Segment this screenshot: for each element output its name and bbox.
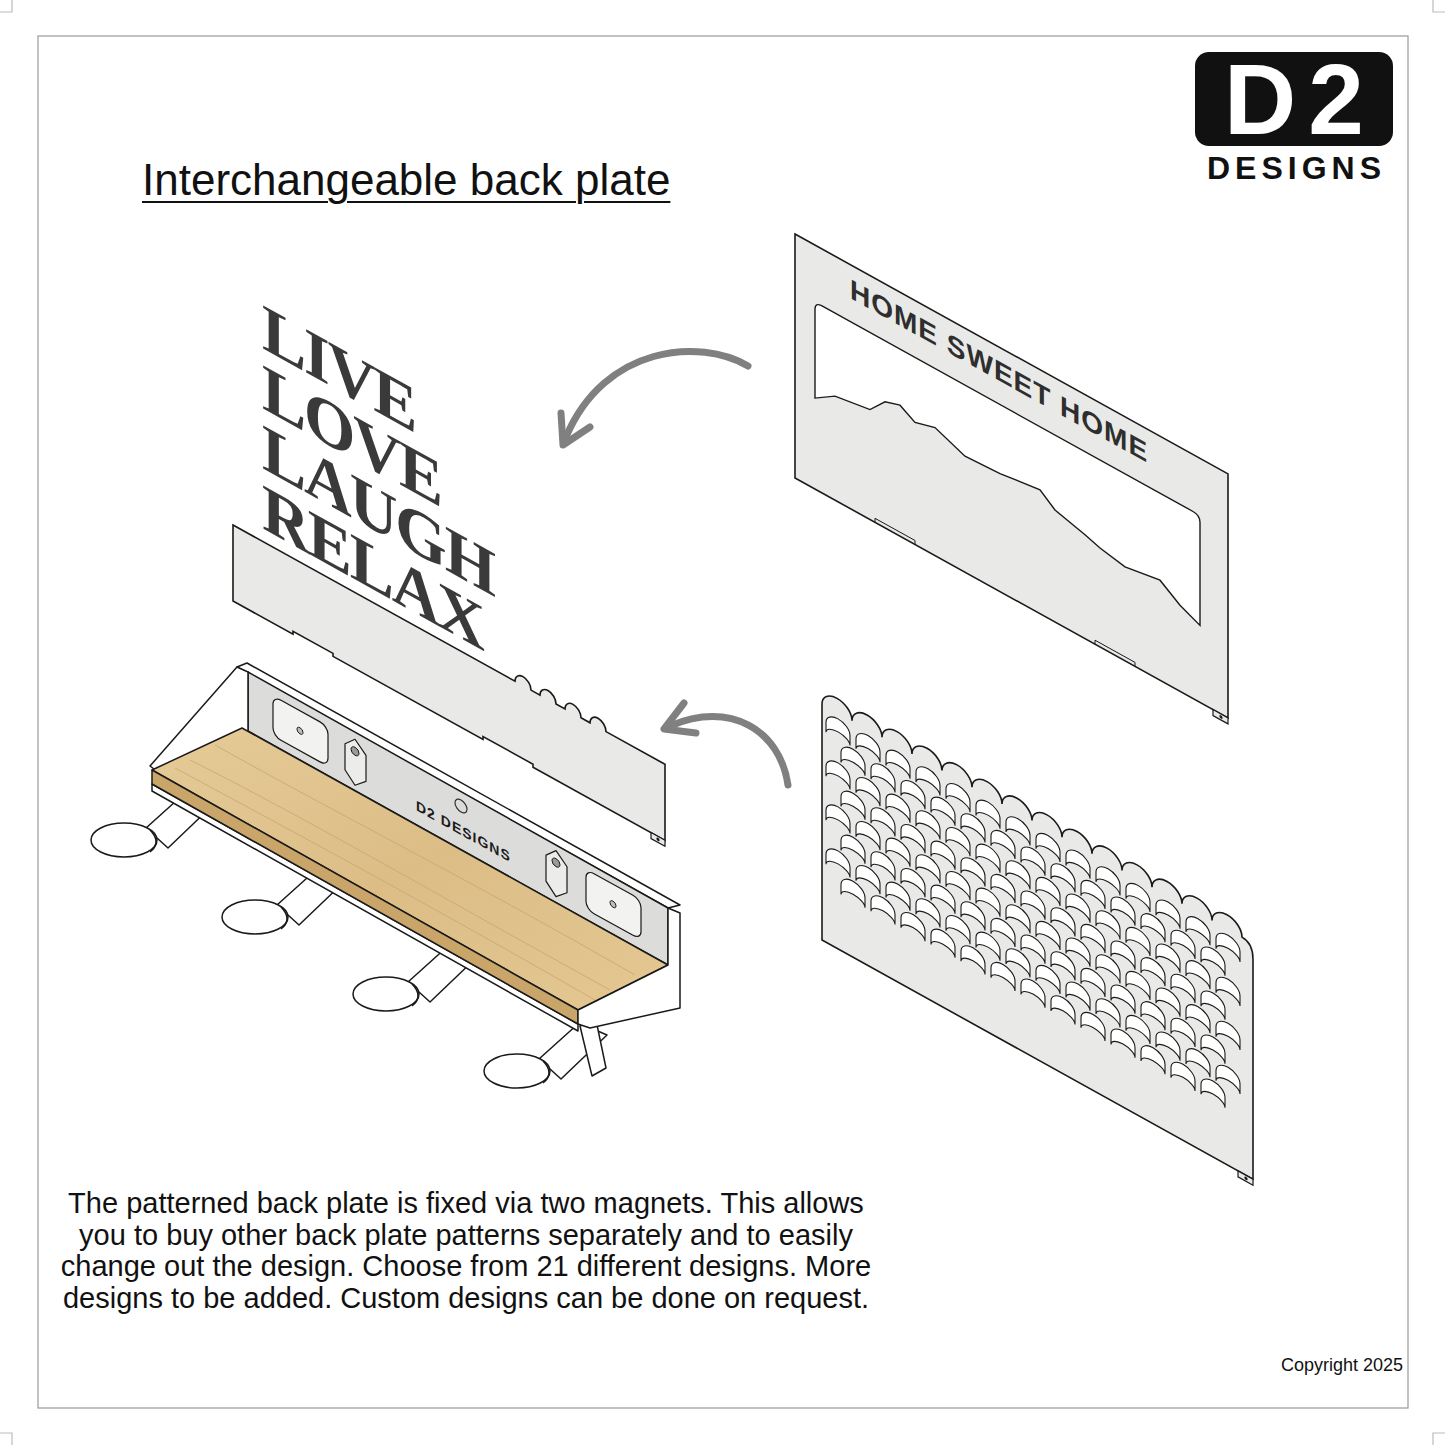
scale-plate [822,690,1253,1185]
screw [552,856,560,868]
copyright-note: Copyright 2025 [1190,1354,1403,1376]
scale-cutout [826,844,850,877]
scale-cutout [931,924,955,957]
arrow-head [561,413,590,445]
wood-grain [175,745,635,1000]
scale-cutout [901,908,925,941]
end-bracket [580,1020,606,1076]
arrow-head [664,703,696,733]
scale-cutout [1201,1074,1225,1107]
shelf [91,663,680,1088]
home-plate [795,234,1228,724]
plate-tab [1213,710,1228,724]
plate-tab [651,833,665,847]
swap-arrow [670,717,788,785]
right-end [578,908,680,1028]
scale-cutout [1141,1041,1165,1074]
scale-cutout [841,875,865,908]
scale-cutout [871,891,895,924]
plate-tab [1238,1171,1253,1185]
hook-bend [543,1061,549,1083]
scale-cutout [826,756,850,789]
scale-cutout [1081,1008,1105,1041]
logo-mark: D2 [1195,52,1393,146]
hook-pad [222,900,288,934]
scale-cutout [826,800,850,833]
tab-hole [1219,715,1222,720]
page-title: Interchangeable back plate [142,152,670,208]
plate-outline [795,234,1228,718]
plate-notches [875,518,1135,666]
logo-block [1195,52,1393,146]
scale-cutout [961,941,985,974]
hook-pad [353,977,419,1011]
logo-word: DESIGNS [1190,150,1398,186]
hook-pad [91,823,157,857]
scale-cutout [1051,991,1075,1024]
swap-arrow [566,352,748,437]
brand-emblem [455,797,467,816]
board-front [152,770,578,1024]
page-frame [38,36,1408,1408]
hook-bend [281,907,287,929]
magnet [610,900,616,909]
description-note: The patterned back plate is fixed via tw… [46,1188,886,1314]
hook-pad [484,1054,550,1088]
scale-cutout [1021,974,1045,1007]
scale-cutout [1111,1024,1135,1057]
hex-bracket [345,734,366,792]
tab-hole [1244,1176,1247,1181]
hook-bend [150,830,156,852]
wood-board [152,728,668,1010]
scale-cutouts [826,712,1240,1116]
hex-bracket [546,845,567,903]
tab-hole [656,837,659,842]
plate-outline [822,690,1253,1179]
scale-cutout [826,712,850,745]
hook-bend [412,984,418,1006]
scale-cutout [1171,1058,1195,1091]
magnet [297,726,303,735]
scale-cutout [991,958,1015,991]
screw [351,745,359,757]
